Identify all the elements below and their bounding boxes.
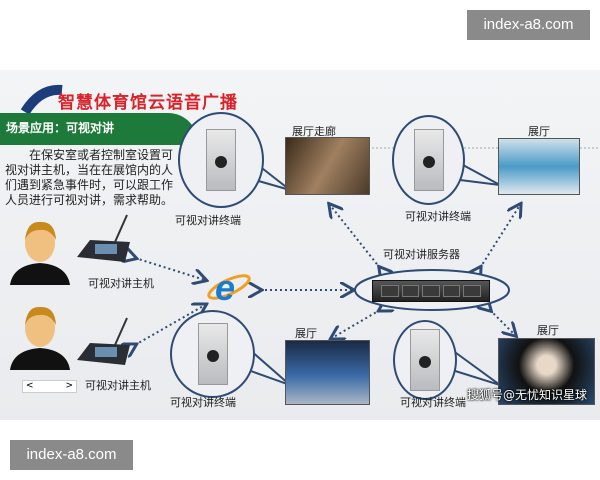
prev-button[interactable]: < [26,381,34,391]
watermark-bottom: index-a8.com [10,440,133,470]
intercom-terminal-icon [413,129,444,191]
arrow-host1-ie [135,258,205,280]
arrow-server-hall1 [480,205,520,268]
hall-photo [285,340,370,405]
host-label: 可视对讲主机 [88,277,154,290]
description: 在保安室或者控制室设置可视对讲主机，当在在展馆内的人们遇到紧急事件时，可以跟工作… [5,148,174,207]
intercom-host-icon [77,214,130,262]
terminal-label: 可视对讲终端 [170,396,236,409]
server-label: 可视对讲服务器 [383,248,460,261]
terminal-circle [170,310,255,398]
svg-text:e: e [215,267,235,308]
intercom-terminal-icon [197,323,228,385]
photo-label: 展厅 [295,327,317,340]
scene-banner: 场景应用：可视对讲 [0,113,198,145]
server-icon [372,280,490,302]
person-icon [10,221,70,285]
intercom-host-icon [77,317,130,365]
host-label: 可视对讲主机 [85,379,151,392]
sohu-watermark: 搜狐号@无忧知识星球 [467,388,588,402]
internet-explorer-icon: e [207,267,251,308]
arrow-host2-ie [135,305,205,345]
hall-photo [498,338,595,405]
terminal-circle [393,320,457,400]
next-button[interactable]: > [65,381,73,391]
intercom-terminal-icon [206,129,236,191]
arrow-server-hall3 [490,310,515,335]
watermark-top: index-a8.com [467,10,590,40]
photo-label: 展厅走廊 [292,125,336,138]
slide-nav: < > [22,380,77,393]
arrow-server-corridor [330,205,380,268]
slide-title: 智慧体育馆云语音广播 [58,93,238,113]
photo-label: 展厅 [528,125,550,138]
corridor-photo [285,137,370,195]
hall-photo [498,138,580,195]
intercom-terminal-icon [410,329,440,391]
person-icon [10,306,70,370]
terminal-label: 可视对讲终端 [400,396,466,409]
terminal-label: 可视对讲终端 [175,214,241,227]
photo-label: 展厅 [537,324,559,337]
arrow-server-hall2 [332,310,380,338]
terminal-circle [392,115,465,205]
terminal-circle [178,112,264,208]
terminal-label: 可视对讲终端 [405,210,471,223]
